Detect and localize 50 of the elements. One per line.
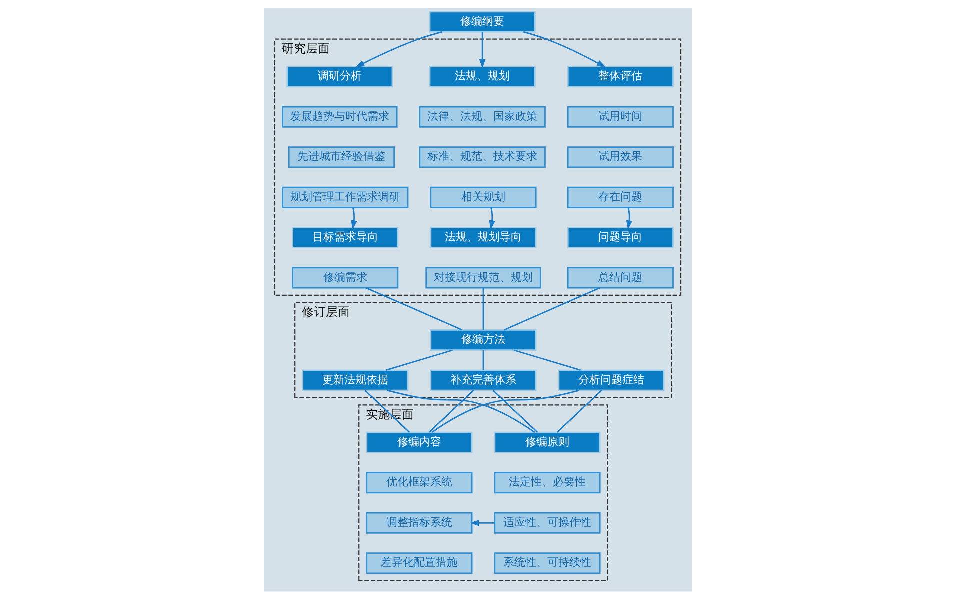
node-box: 总结问题 [566, 267, 674, 289]
arrow [522, 31, 606, 68]
node-box: 法律、法规、国家政策 [418, 106, 546, 128]
connector [386, 350, 453, 371]
node-box: 法规、规划导向 [430, 227, 536, 249]
connector [482, 350, 484, 370]
node-box: 更新法规依据 [302, 370, 408, 392]
connector [386, 390, 535, 434]
connector [431, 390, 580, 434]
node-box: 问题导向 [566, 227, 674, 249]
node-box: 优化框架系统 [366, 472, 472, 494]
node-box: 先进城市经验借鉴 [288, 146, 394, 168]
node-box: 修编方法 [430, 330, 536, 351]
node-box: 调研分析 [286, 66, 393, 88]
node-box: 补充完善体系 [430, 370, 536, 392]
node-box: 法定性、必要性 [494, 472, 600, 494]
node-box: 适应性、可操作性 [494, 512, 600, 534]
arrow [478, 32, 486, 69]
node-box: 修编原则 [494, 432, 600, 454]
arrow [488, 208, 496, 230]
node-box: 整体评估 [566, 66, 674, 88]
node-box: 修编内容 [366, 432, 472, 454]
node-box: 标准、规范、技术要求 [418, 146, 546, 168]
node-box: 试用时间 [566, 106, 674, 128]
connector [513, 350, 580, 371]
connector [364, 390, 410, 433]
node-box: 发展趋势与时代需求 [282, 106, 398, 128]
node-box: 修编纲要 [428, 11, 536, 33]
connector [482, 288, 484, 330]
node-box: 分析问题症结 [558, 370, 664, 392]
node-box: 修编需求 [292, 267, 398, 289]
node-box: 规划管理工作需求调研 [282, 186, 408, 208]
node-box: 差异化配置措施 [366, 552, 472, 574]
node-box: 相关规划 [430, 186, 536, 208]
connector [492, 390, 538, 433]
connector [556, 390, 602, 433]
arrow [470, 520, 494, 526]
connector [428, 390, 474, 433]
connector [366, 288, 462, 331]
node-box: 对接现行规范、规划 [425, 267, 541, 289]
node-box: 存在问题 [566, 186, 674, 208]
arrow [626, 208, 632, 230]
node-box: 系统性、可持续性 [494, 552, 600, 574]
connector [504, 288, 600, 331]
node-box: 试用效果 [566, 146, 674, 168]
node-box: 目标需求导向 [292, 227, 398, 249]
arrow [354, 31, 442, 68]
arrow [350, 208, 357, 230]
node-box: 调整指标系统 [366, 512, 472, 534]
node-box: 法规、规划 [428, 66, 536, 88]
